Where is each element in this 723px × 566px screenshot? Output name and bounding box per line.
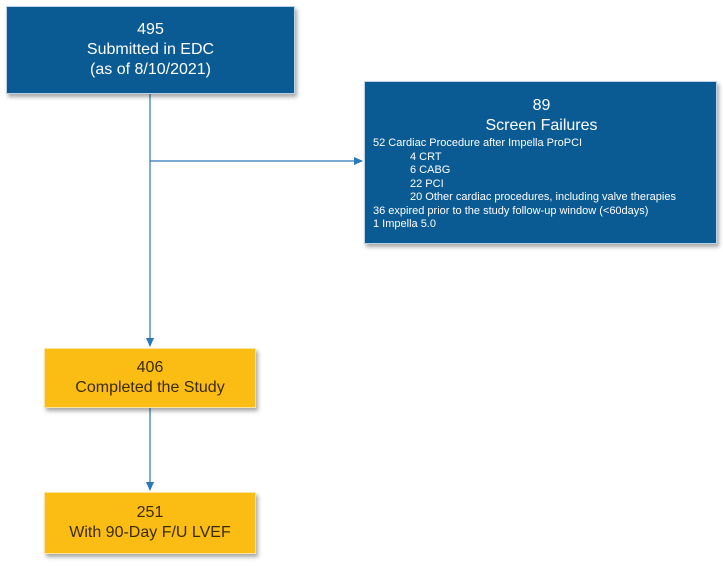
completed-study-box: 406 Completed the Study	[44, 348, 256, 408]
screen-failure-detail-line: 4 CRT	[410, 150, 442, 163]
lvef-followup-box: 251 With 90-Day F/U LVEF	[44, 492, 256, 554]
screen-failure-detail-line: 1 Impella 5.0	[373, 218, 436, 230]
screen-failures-title: Screen Failures	[485, 117, 598, 134]
submitted-count: 495	[137, 21, 164, 38]
screen-failures-details: 52 Cardiac Procedure after Impella ProPC…	[373, 137, 710, 232]
screen-failure-detail-line: 52 Cardiac Procedure after Impella ProPC…	[373, 137, 583, 149]
lvef-count: 251	[136, 504, 164, 521]
screen-failures-count: 89	[532, 97, 551, 114]
screen-failures-box: 89 Screen Failures 52 Cardiac Procedure …	[364, 81, 717, 244]
lvef-label: With 90-Day F/U LVEF	[69, 524, 231, 541]
submitted-in-edc-box: 495 Submitted in EDC (as of 8/10/2021)	[6, 6, 295, 94]
submitted-label: Submitted in EDC	[86, 41, 215, 58]
screen-failure-detail-line: 36 expired prior to the study follow-up …	[373, 204, 649, 217]
submitted-date: (as of 8/10/2021)	[90, 61, 211, 78]
completed-count: 406	[136, 359, 164, 376]
screen-failure-detail-line: 22 PCI	[410, 177, 444, 190]
screen-failure-detail-line: 20 Other cardiac procedures, including v…	[410, 191, 676, 203]
completed-label: Completed the Study	[75, 379, 225, 396]
screen-failure-detail-line: 6 CABG	[410, 164, 451, 176]
